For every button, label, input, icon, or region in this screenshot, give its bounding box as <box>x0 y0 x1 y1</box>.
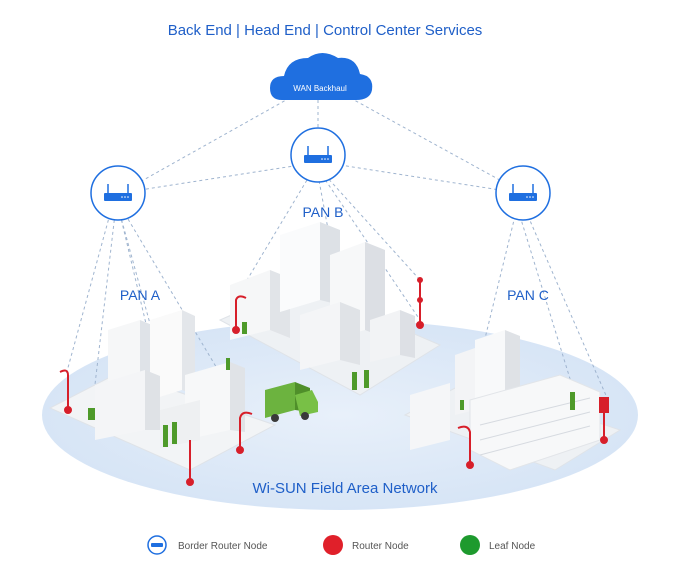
router-node <box>416 277 424 329</box>
router-node <box>186 440 194 486</box>
wan-backhaul-cloud: WAN Backhaul <box>270 53 373 100</box>
legend: Border Router Node Router Node Leaf Node <box>147 535 536 555</box>
leaf-node <box>242 322 247 334</box>
leaf-node <box>570 392 575 410</box>
legend-label: Border Router Node <box>178 541 268 552</box>
router-node-icon <box>323 535 343 555</box>
router-node <box>232 295 247 334</box>
pan-c-label: PAN C <box>507 287 549 303</box>
city-block-a <box>48 310 277 471</box>
legend-item-router-node: Router Node <box>323 535 409 555</box>
city-block-c <box>403 330 622 471</box>
router-nodes <box>59 277 609 486</box>
border-router-icon <box>304 146 332 163</box>
border-router-icon <box>509 184 537 201</box>
legend-item-leaf-node: Leaf Node <box>460 535 536 555</box>
diagram-title: Back End | Head End | Control Center Ser… <box>168 22 483 39</box>
leaf-node <box>163 425 168 447</box>
legend-label: Leaf Node <box>489 541 536 552</box>
border-router-pan-a <box>90 165 146 221</box>
leaf-node <box>172 422 177 444</box>
utility-truck <box>265 382 318 422</box>
wan-backhaul-label: WAN Backhaul <box>293 84 347 93</box>
legend-label: Router Node <box>352 541 409 552</box>
router-node <box>59 369 72 414</box>
border-router-icon <box>104 184 132 201</box>
city-block-b <box>218 222 442 396</box>
router-node <box>599 397 609 444</box>
leaf-node <box>352 372 357 390</box>
border-router-pan-c <box>495 165 551 221</box>
leaf-node <box>88 408 95 420</box>
legend-item-border-router: Border Router Node <box>147 535 268 555</box>
field-area-network-label: Wi-SUN Field Area Network <box>252 480 438 497</box>
pan-a-label: PAN A <box>120 287 161 303</box>
router-node <box>457 425 474 469</box>
router-node <box>236 411 253 454</box>
leaf-nodes <box>88 322 575 447</box>
leaf-node <box>460 400 464 410</box>
border-router-pan-b <box>290 127 346 183</box>
leaf-node <box>226 358 230 370</box>
backhaul-links <box>121 94 519 193</box>
pan-b-label: PAN B <box>303 204 344 220</box>
leaf-node-icon <box>460 535 480 555</box>
leaf-node <box>364 370 369 388</box>
